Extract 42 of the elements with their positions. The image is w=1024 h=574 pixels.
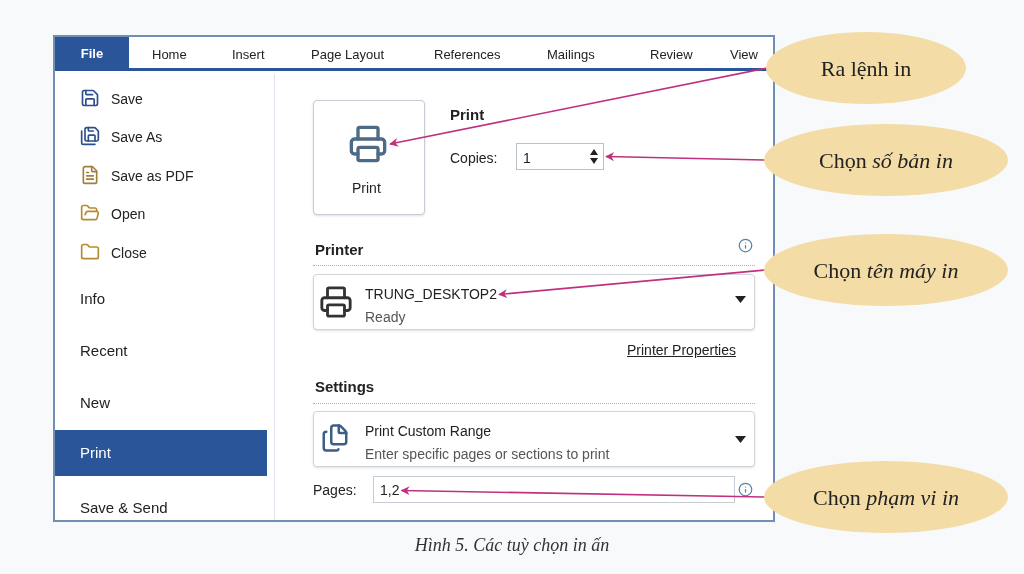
button-label: Print: [352, 179, 381, 198]
arrow: [605, 152, 766, 162]
arrow: [389, 67, 768, 147]
dropdown-title: Print Custom Range: [365, 422, 492, 441]
menu-item: Info: [80, 289, 106, 309]
menu-item: Save & Send: [80, 498, 168, 518]
callout-text: Ra lệnh in: [820, 54, 912, 83]
tab-label: Review: [650, 46, 693, 64]
dropdown-description: Enter specific pages or sections to print: [365, 445, 610, 464]
copies-value: 1: [523, 149, 531, 168]
section-heading: Print: [450, 105, 485, 125]
callout-text: Chọn tên máy in: [813, 256, 959, 285]
menu-item: Close: [111, 244, 147, 263]
tab-label: Insert: [232, 46, 265, 64]
file-tab: File: [55, 37, 129, 71]
menu-item: Open: [111, 205, 146, 224]
menu-item: Save as PDF: [111, 167, 194, 186]
pages-value: 1,2: [380, 480, 400, 501]
arrow: [400, 486, 766, 498]
menu-item: Save As: [111, 128, 163, 147]
menu-item: Save: [111, 90, 143, 109]
copies-field: [516, 143, 604, 170]
selected-menu-item: Print: [55, 430, 267, 476]
menu-item: Recent: [80, 341, 128, 361]
arrow: [498, 269, 766, 299]
field-label: Pages:: [313, 481, 357, 500]
printer-status: Ready: [365, 308, 406, 327]
section-heading: Printer: [315, 240, 364, 260]
printer-name: TRUNG_DESKTOP2: [365, 284, 497, 305]
tab-label: References: [434, 46, 501, 64]
section-heading: Settings: [315, 377, 375, 397]
tab-label: Page Layout: [311, 46, 384, 64]
tab-label: Home: [152, 46, 187, 64]
menu-item: New: [80, 393, 110, 413]
printer-properties-link: Printer Properties: [627, 341, 736, 360]
tab-label: Mailings: [547, 46, 595, 64]
callout-text: Chọn phạm vi in: [812, 483, 960, 512]
field-label: Copies:: [450, 149, 498, 168]
tab-label: View: [730, 46, 758, 64]
figure-caption: Hình 5. Các tuỳ chọn in ấn: [413, 534, 611, 557]
printer-icon: [348, 124, 388, 164]
callout-text: Chọn số bản in: [819, 146, 953, 175]
